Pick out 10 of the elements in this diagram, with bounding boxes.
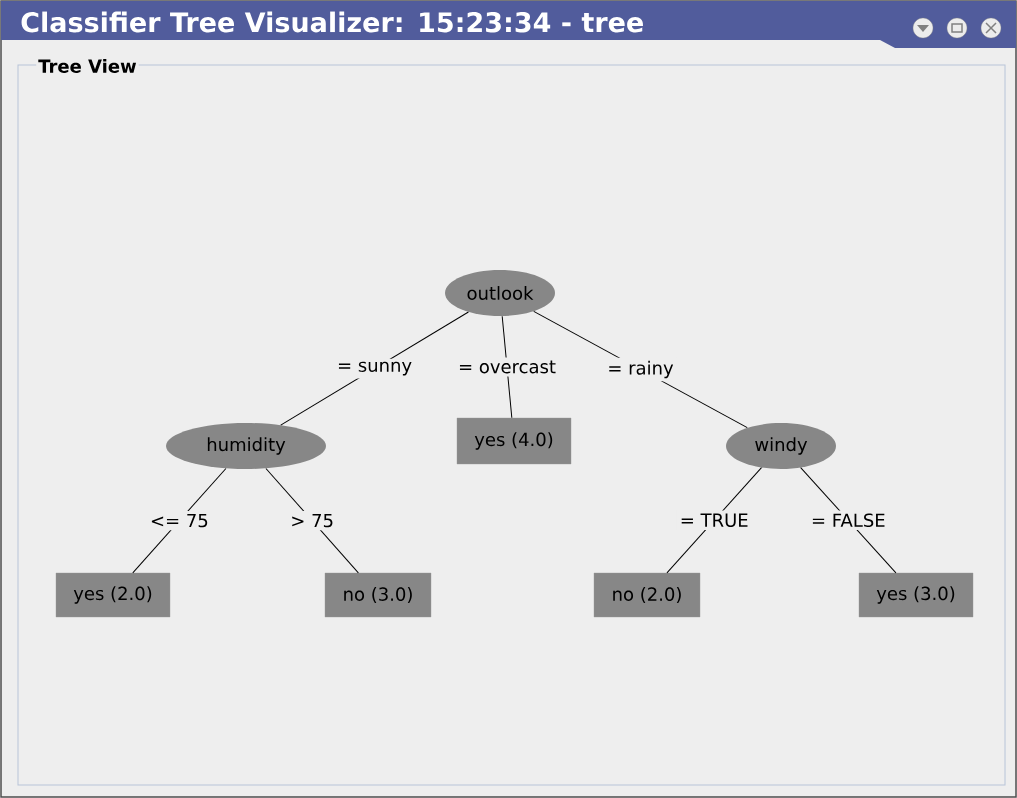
edge-label: = FALSE bbox=[808, 510, 889, 531]
leaf-box: yes (2.0) bbox=[55, 572, 171, 618]
edge-label: = sunny bbox=[334, 358, 416, 379]
leaf-box: yes (4.0) bbox=[456, 417, 572, 465]
leaf-box: no (2.0) bbox=[593, 572, 701, 618]
leaf-box: yes (3.0) bbox=[858, 572, 974, 618]
edge-label: > 75 bbox=[287, 510, 337, 531]
title-bar: Classifier Tree Visualizer: 15:23:34 - tree bbox=[1, 1, 1016, 48]
edge-label: = rainy bbox=[604, 357, 677, 382]
leaf-box: no (3.0) bbox=[324, 572, 432, 618]
